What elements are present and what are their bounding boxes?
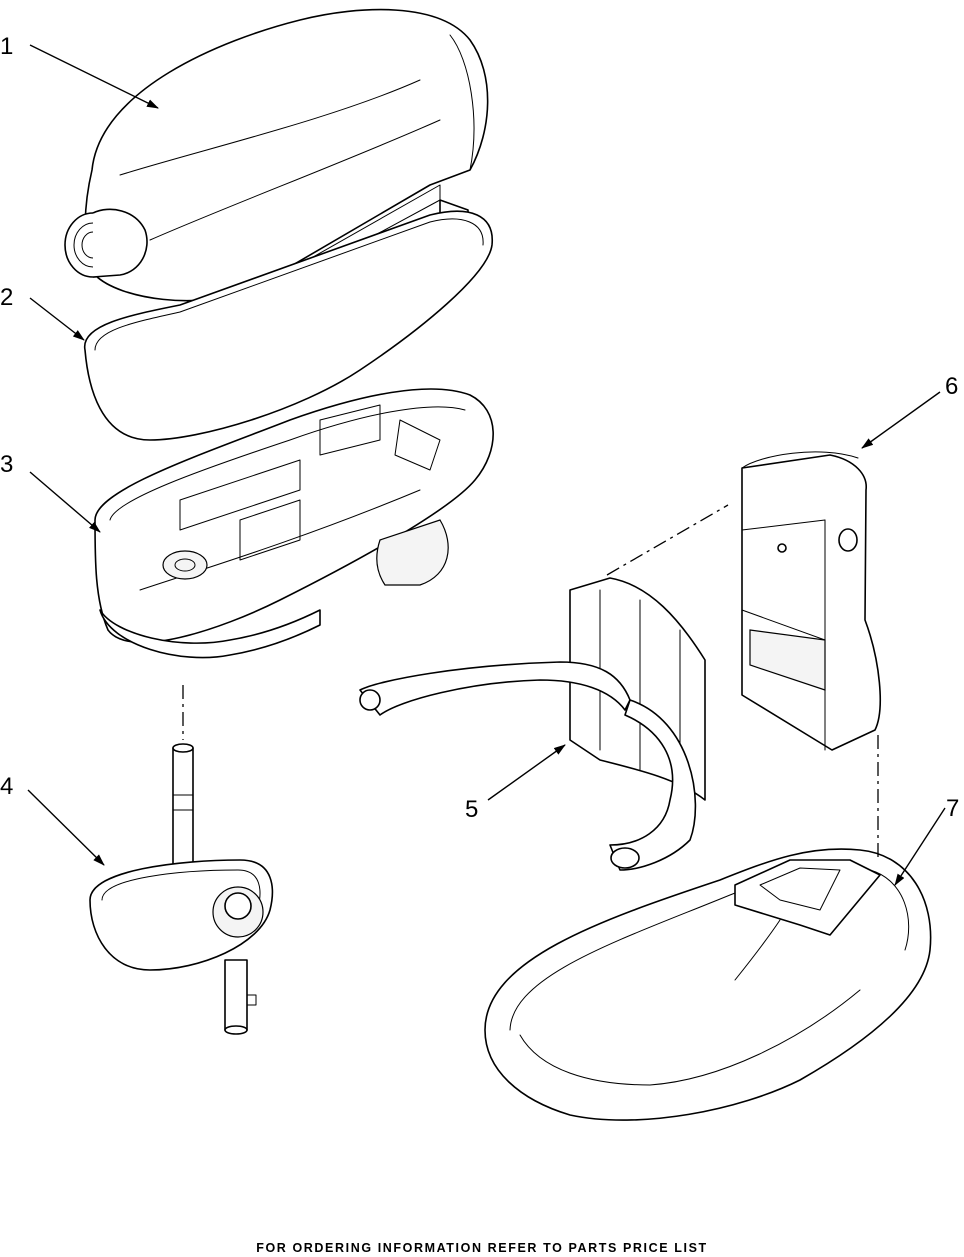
part-4-shaft-assembly [89, 743, 274, 1035]
callout-1-leader [29, 44, 159, 109]
callout-4-leader [27, 789, 105, 866]
alignment-line-support-column [606, 504, 729, 576]
part-3-gear-housing [94, 388, 494, 659]
callout-4-label: 4 [0, 773, 13, 800]
callout-2-label: 2 [0, 284, 13, 311]
callout-3-label: 3 [0, 451, 13, 478]
part-6-column [741, 451, 881, 751]
callout-5-leader [487, 744, 566, 801]
callout-2-leader [29, 297, 85, 341]
callout-1-label: 1 [0, 33, 13, 60]
callout-6-label: 6 [945, 373, 958, 400]
part-7-base [484, 848, 932, 1121]
part-1-motor-housing [64, 8, 489, 302]
callout-6-leader [861, 391, 941, 449]
ordering-information-note: FOR ORDERING INFORMATION REFER TO PARTS … [256, 1241, 708, 1255]
callout-3-leader [29, 471, 101, 533]
part-5-bowl-support [359, 577, 706, 871]
callout-5-label: 5 [465, 796, 478, 823]
callout-7-leader [894, 807, 946, 886]
callout-7-label: 7 [946, 795, 959, 822]
part-2-trim-band [84, 210, 493, 441]
